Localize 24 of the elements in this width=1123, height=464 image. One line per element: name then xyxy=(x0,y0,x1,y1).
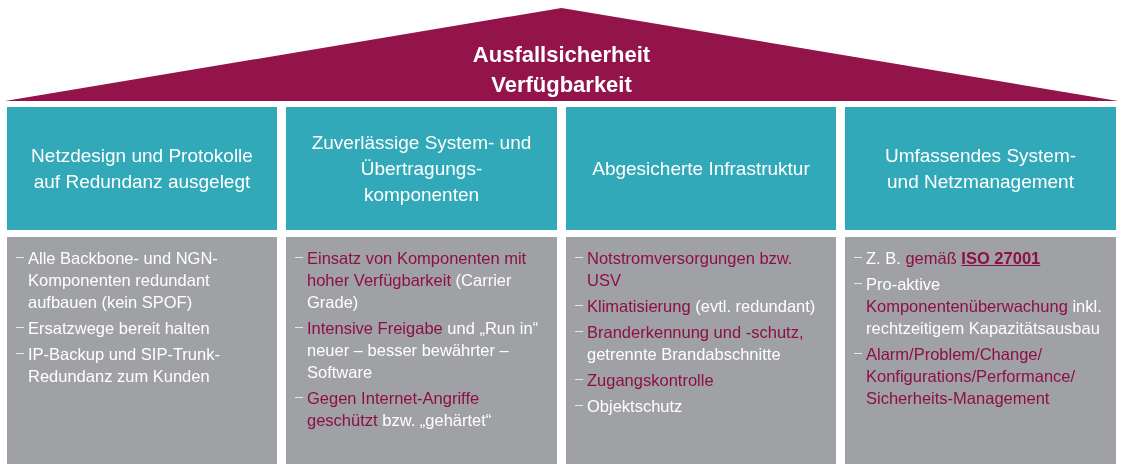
bullet-text: Intensive Freigabe und „Run in“ neuer – besser bewährter – Software xyxy=(307,318,540,383)
pillar-body xyxy=(566,237,836,464)
bullet-text: Klimatisierung (evtl. redundant) xyxy=(587,296,817,317)
roof-banner xyxy=(5,8,1118,101)
pillar-header: Abgesicherte Infrastruktur xyxy=(566,107,836,230)
pillar-header: Zuverlässige System- und Übertragungs-komponenten xyxy=(286,107,557,230)
roof-title: Ausfallsicherheit Verfügbarkeit xyxy=(471,41,652,99)
pillar-body xyxy=(286,237,557,464)
bullet-text: Alle Backbone- und NGN-Komponenten redundant aufbauen (kein SPOF) xyxy=(28,248,219,313)
pillar-header: Netzdesign und Protokolle auf Redundanz ausgelegt xyxy=(7,107,277,230)
bullet-text: Zugangskontrolle xyxy=(587,370,715,391)
bullet-text: Einsatz von Komponenten mit hoher Verfügbarkeit (Carrier Grade) xyxy=(307,248,528,313)
bullet-text: Notstromversorgungen bzw. USV xyxy=(587,248,794,291)
pillar-body xyxy=(845,237,1116,464)
bullet-text: Branderkennung und -schutz, getrennte Brandabschnitte xyxy=(587,322,805,365)
bullet-text: IP-Backup und SIP-Trunk-Redundanz zum Kunden xyxy=(28,344,221,387)
bullet-text: Ersatzwege bereit halten xyxy=(28,318,211,339)
pillar-header: Umfassendes System- und Netzmanagement xyxy=(845,107,1116,230)
bullet-text: Z. B. gemäß ISO 27001 xyxy=(866,248,1042,269)
pillar-body xyxy=(7,237,277,464)
bullet-text: Gegen Internet-Angriffe geschützt bzw. „gehärtet“ xyxy=(307,388,493,431)
bullet-text: Objektschutz xyxy=(587,396,684,417)
bullet-text: Alarm/Problem/Change/Konfigurations/Performance/Sicherheits-Management xyxy=(866,344,1077,409)
bullet-text: Pro-aktive Komponentenüberwachung inkl. rechtzeitigem Kapazitätsausbau xyxy=(866,274,1103,339)
